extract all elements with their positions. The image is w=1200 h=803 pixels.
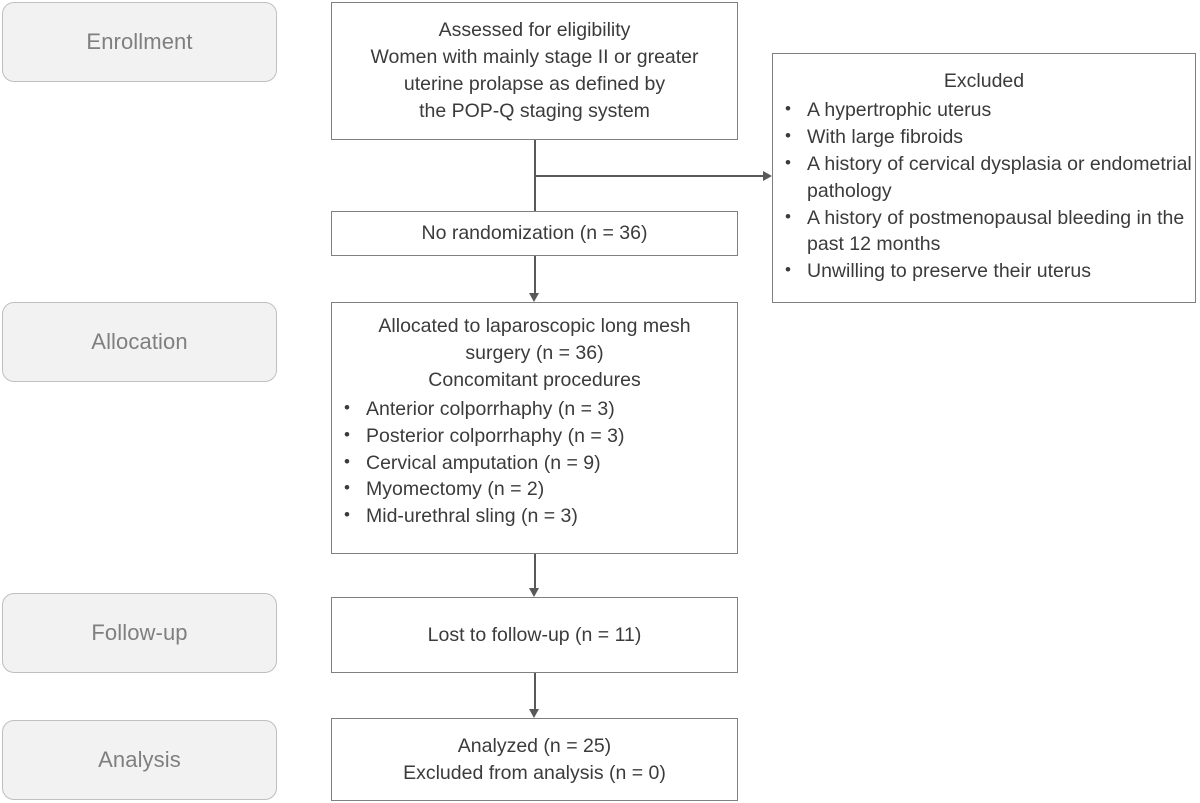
- eligibility-line-2: Women with mainly stage II or greater: [370, 46, 699, 69]
- arrowhead-to-allocation: [528, 293, 539, 302]
- concomitant-procedures-list: Anterior colporrhaphy (n = 3) Posterior …: [332, 396, 737, 531]
- eligibility-line-3: uterine prolapse as defined by: [403, 73, 666, 95]
- list-item: Myomectomy (n = 2): [332, 476, 737, 503]
- connector-follow-up-to-analysis: [534, 673, 536, 709]
- stage-label-text: Analysis: [98, 747, 181, 772]
- allocation-line-2: surgery (n = 36): [465, 341, 604, 364]
- arrowhead-to-excluded: [763, 170, 772, 181]
- excluded-criteria-list: A hypertrophic uterus With large fibroid…: [773, 97, 1195, 285]
- list-item: A history of cervical dysplasia or endom…: [773, 151, 1195, 205]
- box-assessed-for-eligibility: Assessed for eligibility Women with main…: [331, 2, 738, 140]
- list-item: A hypertrophic uterus: [773, 97, 1195, 124]
- list-item: Mid-urethral sling (n = 3): [332, 503, 737, 530]
- list-item: A history of postmenopausal bleeding in …: [773, 205, 1195, 259]
- stage-label-text: Follow-up: [91, 620, 188, 645]
- list-item: Posterior colporrhaphy (n = 3): [332, 423, 737, 450]
- box-no-randomization: No randomization (n = 36): [331, 211, 738, 256]
- connector-allocation-to-follow-up: [534, 554, 536, 588]
- stage-label-analysis: Analysis: [2, 720, 277, 800]
- arrowhead-to-analysis: [528, 709, 539, 718]
- follow-up-line-1: Lost to follow-up (n = 11): [427, 623, 642, 646]
- eligibility-line-4: the POP-Q staging system: [419, 99, 650, 122]
- analysis-line-1: Analyzed (n = 25): [457, 734, 612, 757]
- stage-label-allocation: Allocation: [2, 302, 277, 382]
- stage-label-text: Allocation: [91, 329, 188, 354]
- list-item: Anterior colporrhaphy (n = 3): [332, 396, 737, 423]
- list-item: Cervical amputation (n = 9): [332, 450, 737, 477]
- stage-label-text: Enrollment: [86, 29, 193, 54]
- allocation-line-3: Concomitant procedures: [428, 368, 641, 391]
- box-analyzed: Analyzed (n = 25) Excluded from analysis…: [331, 718, 738, 801]
- box-allocated-to-surgery: Allocated to laparoscopic long mesh surg…: [331, 302, 738, 554]
- allocation-line-1: Allocated to laparoscopic long mesh: [378, 315, 691, 337]
- box-excluded: Excluded A hypertrophic uterus With larg…: [772, 53, 1196, 303]
- connector-to-excluded: [534, 175, 764, 177]
- list-item: Unwilling to preserve their uterus: [773, 258, 1195, 285]
- box-lost-to-follow-up: Lost to follow-up (n = 11): [331, 597, 738, 673]
- no-randomization-line-1: No randomization (n = 36): [421, 222, 648, 245]
- connector-randomization-to-allocation: [534, 256, 536, 293]
- arrowhead-to-follow-up: [528, 588, 539, 597]
- list-item: With large fibroids: [773, 124, 1195, 151]
- excluded-title: Excluded: [943, 70, 1025, 92]
- eligibility-line-1: Assessed for eligibility: [438, 19, 631, 42]
- stage-label-enrollment: Enrollment: [2, 2, 277, 82]
- analysis-line-2: Excluded from analysis (n = 0): [403, 761, 666, 784]
- stage-label-follow-up: Follow-up: [2, 593, 277, 673]
